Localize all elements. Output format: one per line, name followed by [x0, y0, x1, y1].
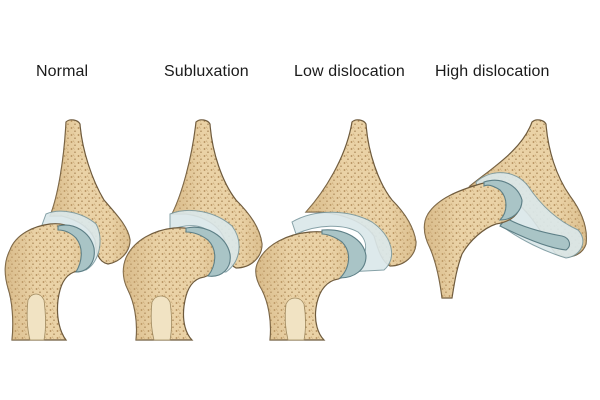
femur-normal [4, 223, 95, 341]
stage-label-high-dislocation: High dislocation [435, 63, 550, 80]
stage-label-low-dislocation: Low dislocation [294, 63, 405, 80]
stage-label-subluxation: Subluxation [164, 63, 249, 80]
joint-high-dislocation [423, 119, 587, 299]
acetabulum-false-socket [499, 217, 571, 251]
femur-low-dislocation [255, 229, 367, 341]
stage-label-normal: Normal [36, 63, 89, 80]
joint-subluxation [122, 119, 263, 341]
femur-high-dislocation [423, 179, 523, 299]
joint-normal [4, 119, 131, 341]
joint-capsule-low-dislocation [291, 211, 393, 273]
femur-subluxation [122, 226, 231, 341]
joint-low-dislocation [255, 119, 417, 341]
pelvis-low-dislocation [304, 119, 417, 267]
